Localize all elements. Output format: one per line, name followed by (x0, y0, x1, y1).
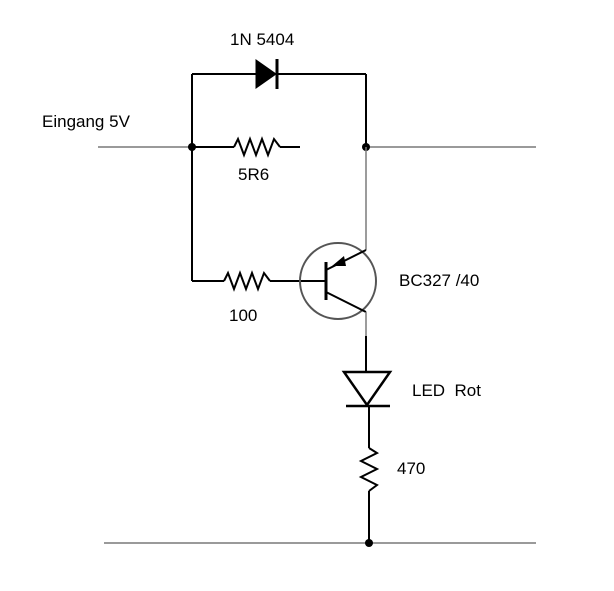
led-resistor-470 (358, 447, 380, 492)
base-resistor-label: 100 (229, 306, 258, 325)
diode-label: 1N 5404 (230, 30, 295, 49)
junction-dot-bottom (365, 539, 373, 547)
diode-1n5404-body (255, 59, 277, 89)
transistor-label: BC327 /40 (399, 271, 480, 290)
led-label: LED Rot (412, 381, 481, 400)
transistor-emitter-leg (325, 249, 367, 271)
transistor-emitter-arrow (332, 256, 346, 266)
shunt-resistor-5r6 (233, 136, 281, 158)
transistor-bc327-body (299, 242, 377, 320)
led-resistor-label: 470 (397, 459, 426, 478)
shunt-resistor-label: 5R6 (238, 165, 270, 184)
input-label: Eingang 5V (42, 112, 130, 131)
transistor-collector-leg (325, 291, 367, 313)
led-rot-body (341, 370, 393, 408)
base-resistor-100 (223, 270, 271, 292)
